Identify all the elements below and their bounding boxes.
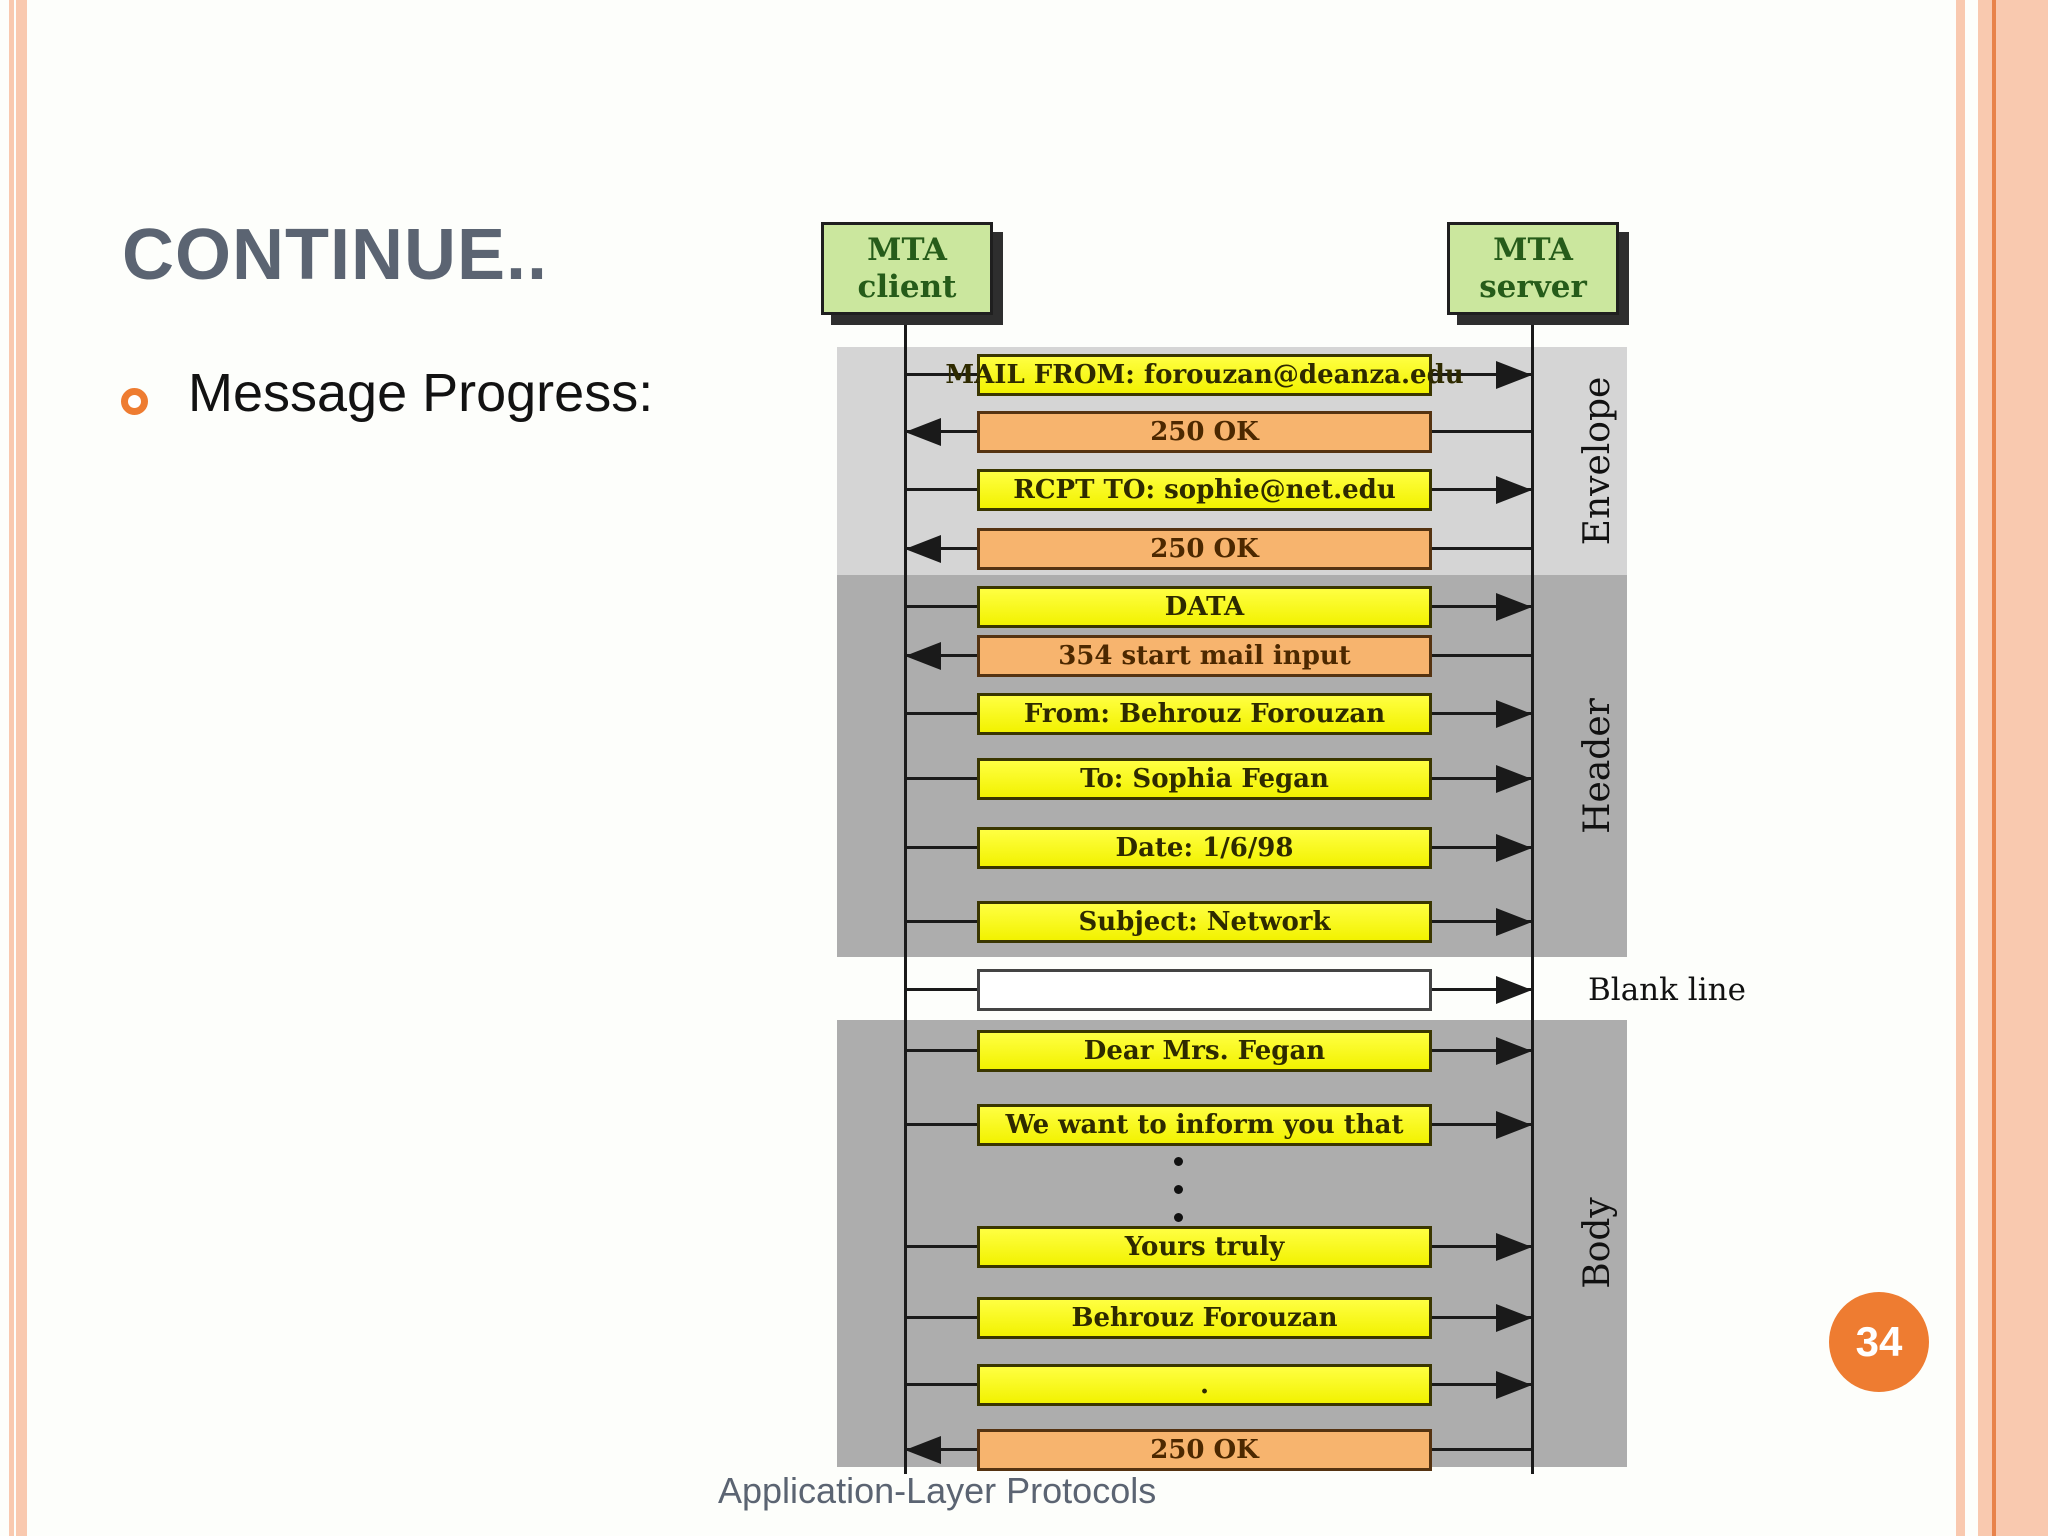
connector-line bbox=[1432, 846, 1532, 849]
arrow-left-icon bbox=[905, 1436, 941, 1464]
arrow-right-icon bbox=[1496, 1371, 1532, 1399]
connector-line bbox=[1432, 373, 1532, 376]
blank-line-label: Blank line bbox=[1588, 972, 1746, 1008]
page-number: 34 bbox=[1855, 1318, 1903, 1365]
connector-line bbox=[904, 605, 978, 608]
arrow-right-icon bbox=[1496, 976, 1532, 1004]
message-box: 250 OK bbox=[977, 411, 1432, 453]
body-label: Body bbox=[1576, 1197, 1618, 1289]
footer-text: Application-Layer Protocols bbox=[718, 1470, 1157, 1511]
connector-line bbox=[1432, 1049, 1532, 1052]
connector-line bbox=[904, 654, 978, 657]
frame-stripe-right-thin bbox=[1956, 0, 1965, 1536]
arrow-right-icon bbox=[1496, 593, 1532, 621]
connector-line bbox=[1432, 654, 1532, 657]
page-number-badge: 34 bbox=[1829, 1292, 1929, 1392]
connector-line bbox=[1432, 547, 1532, 550]
message-box: Dear Mrs. Fegan bbox=[977, 1030, 1432, 1072]
ellipsis-dot bbox=[1174, 1213, 1183, 1222]
arrow-right-icon bbox=[1496, 1111, 1532, 1139]
message-box: To: Sophia Fegan bbox=[977, 758, 1432, 800]
connector-line bbox=[904, 430, 978, 433]
message-box: RCPT TO: sophie@net.edu bbox=[977, 469, 1432, 511]
arrow-right-icon bbox=[1496, 476, 1532, 504]
ellipsis-dot bbox=[1174, 1157, 1183, 1166]
connector-line bbox=[904, 712, 978, 715]
connector-line bbox=[1432, 430, 1532, 433]
message-box: 250 OK bbox=[977, 1429, 1432, 1471]
connector-line bbox=[1432, 488, 1532, 491]
mta-server-line2: server bbox=[1479, 268, 1587, 305]
arrow-right-icon bbox=[1496, 765, 1532, 793]
message-box: Date: 1/6/98 bbox=[977, 827, 1432, 869]
arrow-right-icon bbox=[1496, 700, 1532, 728]
connector-line bbox=[1432, 605, 1532, 608]
arrow-left-icon bbox=[905, 418, 941, 446]
message-box: 250 OK bbox=[977, 528, 1432, 570]
arrow-right-icon bbox=[1496, 908, 1532, 936]
connector-line bbox=[904, 920, 978, 923]
connector-line bbox=[1432, 777, 1532, 780]
mta-client-box: MTA client bbox=[821, 222, 993, 315]
connector-line bbox=[1432, 1245, 1532, 1248]
arrow-left-icon bbox=[905, 642, 941, 670]
connector-line bbox=[904, 488, 978, 491]
mta-client-line2: client bbox=[857, 268, 957, 305]
frame-stripe-left-thin bbox=[9, 0, 14, 1536]
arrow-left-icon bbox=[905, 535, 941, 563]
connector-line bbox=[904, 1383, 978, 1386]
header-label: Header bbox=[1576, 698, 1618, 834]
ellipsis-dot bbox=[1174, 1185, 1183, 1194]
message-box: From: Behrouz Forouzan bbox=[977, 693, 1432, 735]
connector-line bbox=[904, 1049, 978, 1052]
connector-line bbox=[904, 1316, 978, 1319]
client-lifeline bbox=[904, 312, 907, 1474]
bullet-text: Message Progress: bbox=[188, 363, 654, 423]
envelope-label: Envelope bbox=[1576, 376, 1618, 546]
connector-line bbox=[904, 988, 978, 991]
mta-server-box: MTA server bbox=[1447, 222, 1619, 315]
message-box: Behrouz Forouzan bbox=[977, 1297, 1432, 1339]
message-box: Subject: Network bbox=[977, 901, 1432, 943]
message-box: MAIL FROM: forouzan@deanza.edu bbox=[945, 354, 1464, 396]
connector-line bbox=[1432, 1316, 1532, 1319]
message-box: 354 start mail input bbox=[977, 635, 1432, 677]
bullet-icon bbox=[121, 388, 148, 415]
frame-stripe-right-line bbox=[1992, 0, 1996, 1536]
connector-line bbox=[1432, 1448, 1532, 1451]
page-title: CONTINUE.. bbox=[122, 215, 549, 295]
message-box bbox=[977, 969, 1432, 1011]
mta-server-line1: MTA bbox=[1493, 231, 1573, 268]
connector-line bbox=[1432, 1383, 1532, 1386]
connector-line bbox=[1432, 712, 1532, 715]
frame-stripe-right-band bbox=[1978, 0, 2048, 1536]
arrow-right-icon bbox=[1496, 834, 1532, 862]
mta-client-line1: MTA bbox=[867, 231, 947, 268]
connector-line bbox=[904, 846, 978, 849]
arrow-right-icon bbox=[1496, 1037, 1532, 1065]
connector-line bbox=[904, 1245, 978, 1248]
connector-line bbox=[904, 777, 978, 780]
connector-line bbox=[904, 547, 978, 550]
server-lifeline bbox=[1531, 312, 1534, 1474]
message-box: . bbox=[977, 1364, 1432, 1406]
connector-line bbox=[904, 373, 978, 376]
arrow-right-icon bbox=[1496, 1233, 1532, 1261]
message-box: We want to inform you that bbox=[977, 1104, 1432, 1146]
message-box: DATA bbox=[977, 586, 1432, 628]
connector-line bbox=[1432, 988, 1532, 991]
connector-line bbox=[1432, 1123, 1532, 1126]
frame-stripe-left-wide bbox=[16, 0, 27, 1536]
connector-line bbox=[904, 1123, 978, 1126]
connector-line bbox=[1432, 920, 1532, 923]
connector-line bbox=[904, 1448, 978, 1451]
message-box: Yours truly bbox=[977, 1226, 1432, 1268]
arrow-right-icon bbox=[1496, 1304, 1532, 1332]
arrow-right-icon bbox=[1496, 361, 1532, 389]
